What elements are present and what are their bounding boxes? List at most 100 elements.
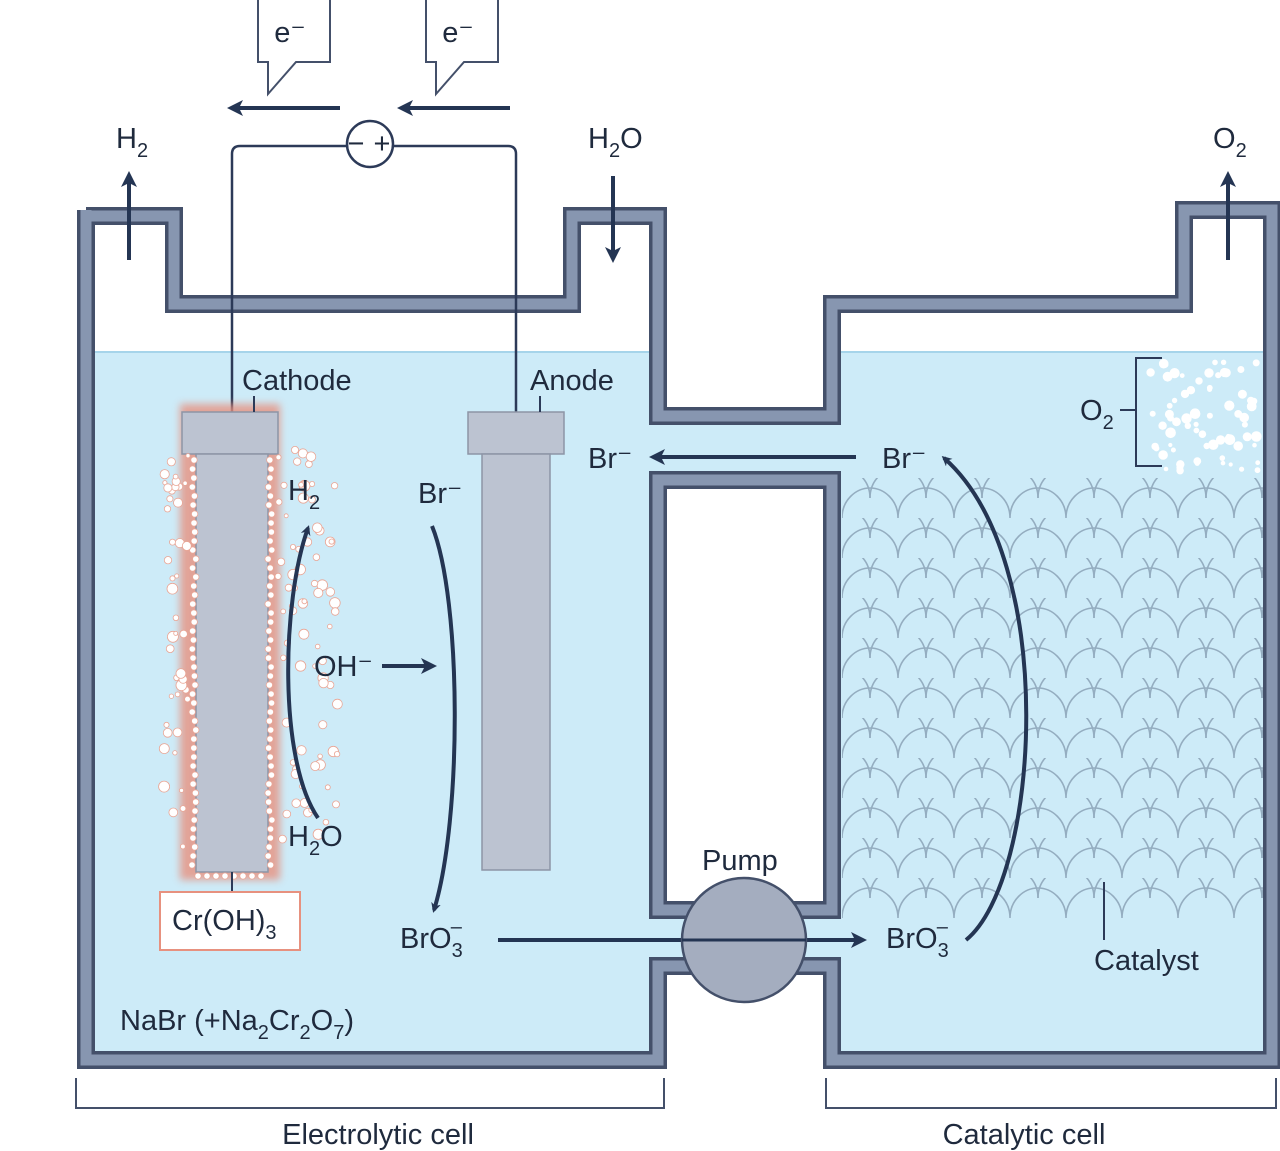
- h2-bubble: [267, 609, 275, 617]
- h2-bubble: [266, 636, 275, 644]
- h2-bubble: [264, 645, 272, 653]
- electrolytic-cell-label: Electrolytic cell: [282, 1119, 474, 1151]
- o2-bubble: [1164, 409, 1174, 419]
- h2-bubble: [283, 513, 289, 519]
- h2-bubble: [267, 465, 275, 473]
- h2-bubble: [190, 609, 198, 617]
- h2-bubble: [194, 872, 202, 880]
- h2-bubble: [267, 726, 275, 734]
- h2-bubble: [296, 745, 307, 756]
- o2-bubble: [1193, 421, 1199, 427]
- chromium-hydroxide-box: [159, 891, 301, 951]
- o2-bubble: [1184, 422, 1192, 429]
- o2-bubble: [1158, 450, 1168, 460]
- h2-bubble: [191, 510, 199, 518]
- h2-bubble: [190, 744, 198, 752]
- h2-bubble: [188, 564, 197, 572]
- bromate-right-label: BrO3–: [886, 916, 949, 962]
- h2-bubble: [190, 492, 198, 500]
- h2-bubble: [162, 727, 173, 738]
- h2-bubble: [168, 807, 179, 818]
- h2-bubble: [266, 456, 274, 464]
- h2-bubble: [190, 663, 198, 671]
- h2-bubble: [265, 807, 273, 815]
- o2-bubble: [1206, 412, 1213, 419]
- h2-bubble: [163, 556, 173, 565]
- pump: [680, 876, 808, 1004]
- h2-bubble: [191, 717, 199, 725]
- h2-bubble: [191, 807, 199, 815]
- h2-bubble: [312, 522, 323, 533]
- h2-bubble: [182, 480, 188, 486]
- o2-bubble: [1158, 421, 1167, 430]
- catalyst-label: Catalyst: [1094, 945, 1199, 977]
- power-source: − +: [345, 119, 395, 169]
- h2-bubble: [174, 573, 180, 579]
- h2o-cathode-label: H2O: [288, 821, 343, 860]
- h2-bubble: [191, 528, 199, 536]
- h2-bubble: [169, 538, 176, 546]
- h2-bubble: [266, 861, 275, 869]
- cathode-label: Cathode: [242, 365, 352, 397]
- h2-bubble: [267, 762, 275, 770]
- o2-bubble: [1165, 427, 1176, 439]
- h2-bubble: [264, 600, 272, 608]
- h2-bubble: [203, 872, 211, 880]
- h2-bubble: [190, 537, 198, 545]
- o2-bubble: [1254, 467, 1261, 474]
- h2-bubble: [267, 699, 276, 707]
- h2-bubble: [173, 631, 179, 636]
- h2-bubble: [189, 780, 197, 788]
- h2-bubble: [192, 798, 200, 806]
- o2-bubble: [1251, 431, 1262, 442]
- h2-bubble: [179, 805, 187, 812]
- h2o-in-label: H2O: [588, 123, 643, 162]
- h2-bubble: [181, 541, 192, 551]
- o2-bubble: [1179, 373, 1185, 378]
- h2-bubble: [188, 708, 196, 716]
- electron-label-right: e⁻: [442, 17, 473, 49]
- h2-bubble: [289, 544, 296, 551]
- catalytic-cell-bracket: [825, 1078, 1277, 1109]
- o2-bubble: [1247, 396, 1255, 405]
- o2-bubble: [1170, 447, 1176, 453]
- h2-bubble: [172, 727, 183, 738]
- h2-bubble: [266, 492, 274, 500]
- h2-bubble: [190, 816, 198, 824]
- h2-bubble: [190, 672, 198, 680]
- h2-bubble: [267, 573, 275, 581]
- o2-bubble: [1194, 460, 1200, 466]
- o2-bubble: [1163, 362, 1169, 368]
- o2-bubble: [1228, 462, 1233, 467]
- h2-bubble: [191, 681, 199, 689]
- o2-bubble: [1215, 372, 1222, 379]
- h2-bubble: [239, 872, 247, 880]
- h2-bubble: [265, 681, 273, 689]
- chromium-hydroxide-label: Cr(OH)3: [172, 905, 277, 944]
- electron-label-left: e⁻: [274, 17, 305, 49]
- o2-bubble: [1169, 368, 1180, 379]
- h2-bubble: [264, 483, 273, 491]
- h2-bubble: [298, 481, 305, 488]
- h2-bubble: [191, 771, 199, 779]
- h2-out-label: H2: [116, 123, 148, 162]
- h2-bubble: [168, 693, 174, 699]
- o2-bubble: [1241, 421, 1248, 428]
- o2-bubble: [1219, 455, 1226, 461]
- h2-bubble: [264, 789, 272, 797]
- o2-bubble: [1198, 430, 1207, 439]
- h2-bubble: [267, 771, 276, 779]
- bromate-reduction-arrow: [941, 456, 1029, 942]
- o2-bubble: [1151, 442, 1159, 451]
- o2-bubble: [1181, 413, 1192, 424]
- o2-bubble: [1233, 441, 1243, 451]
- h2-bubble: [185, 453, 191, 459]
- h2-bubble: [274, 572, 282, 580]
- h2-bubble: [191, 789, 199, 797]
- h2-bubble: [188, 861, 196, 869]
- h2-bubble: [172, 750, 178, 756]
- h2-bubble: [221, 872, 229, 880]
- o2-bubble: [1252, 359, 1260, 367]
- minus-sign: −: [348, 128, 365, 160]
- h2-bubble: [266, 825, 275, 833]
